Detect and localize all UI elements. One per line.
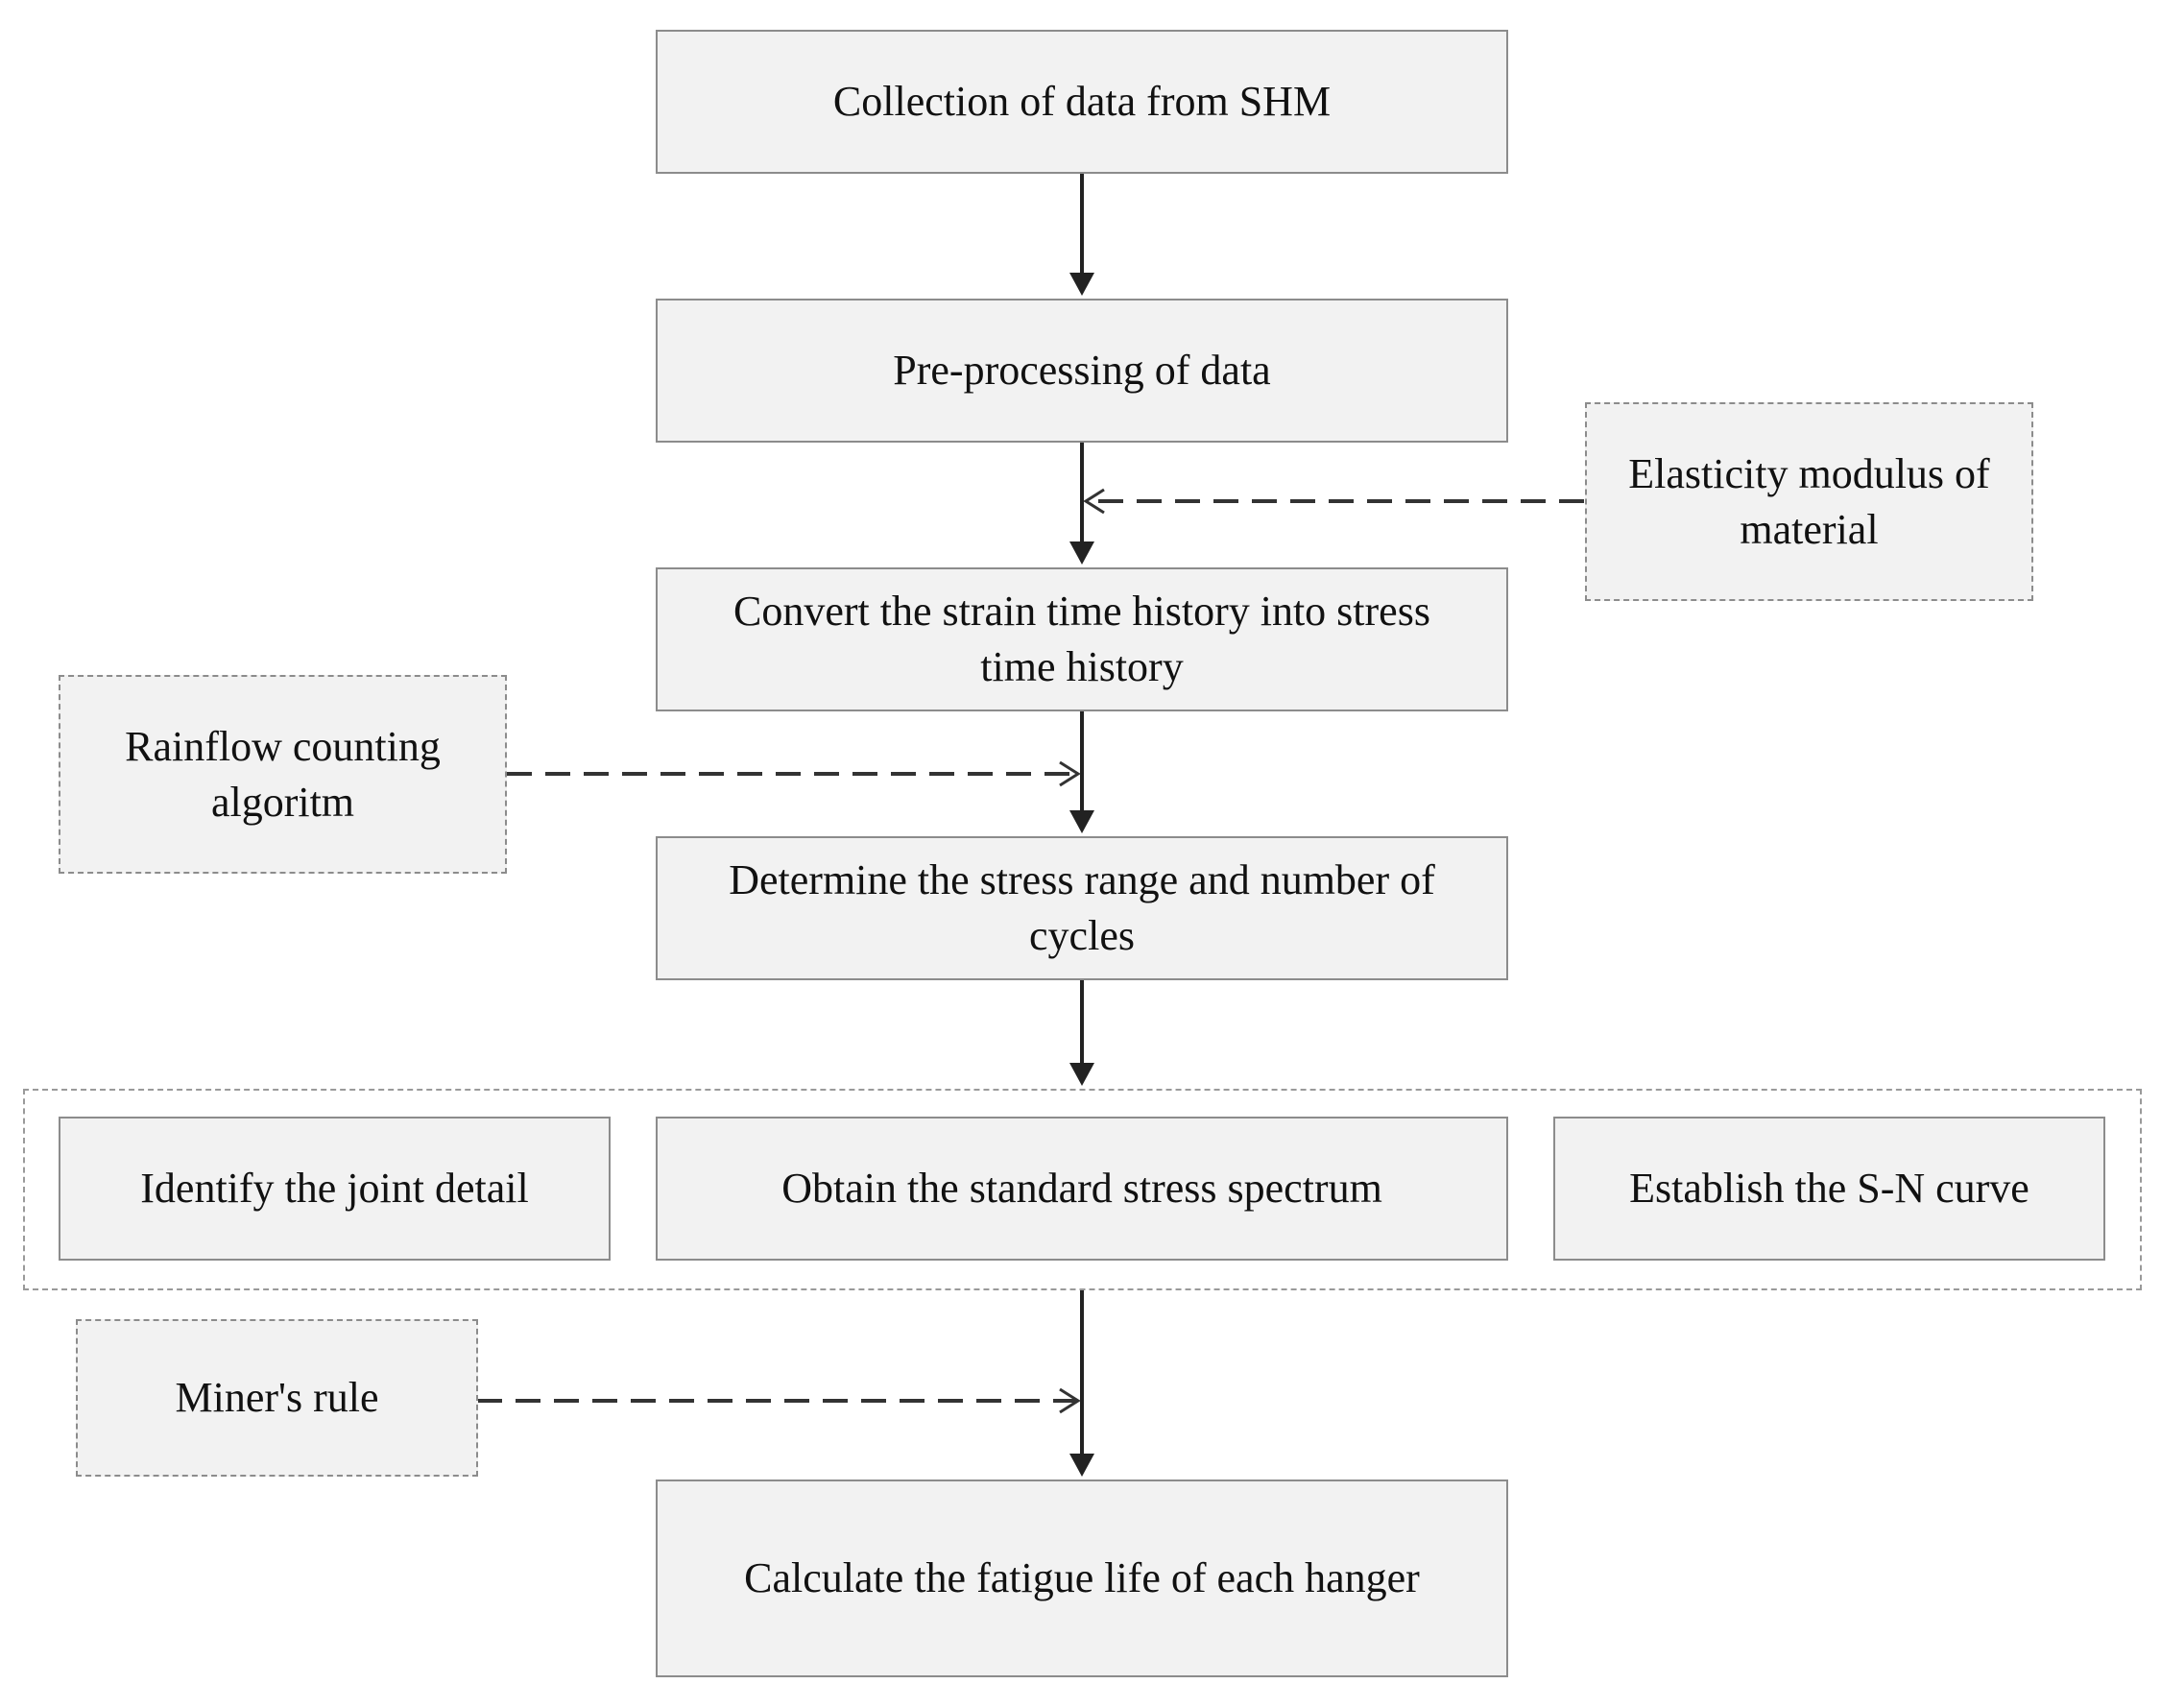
group-frame: [23, 1089, 2142, 1290]
group-joint-detail: Identify the joint detail: [59, 1117, 611, 1261]
step-preprocess-data-label: Pre-processing of data: [893, 347, 1271, 394]
arrow-convert-to-determine: [1069, 710, 1094, 833]
dashed-arrow-miner: [477, 1387, 1081, 1414]
input-miners-rule-label: Miner's rule: [175, 1374, 379, 1421]
arrow-collect-to-preprocess: [1069, 173, 1094, 296]
input-elasticity-modulus: Elasticity modulus of material: [1585, 402, 2033, 601]
group-sn-curve: Establish the S-N curve: [1553, 1117, 2105, 1261]
step-preprocess-data: Pre-processing of data: [656, 299, 1508, 443]
input-elasticity-modulus-label: Elasticity modulus of material: [1628, 449, 1990, 553]
arrow-determine-to-group: [1069, 979, 1094, 1086]
group-joint-detail-label: Identify the joint detail: [140, 1165, 529, 1212]
input-miners-rule: Miner's rule: [76, 1319, 478, 1477]
group-stress-spectrum-label: Obtain the standard stress spectrum: [781, 1165, 1382, 1212]
arrow-preprocess-to-convert: [1069, 442, 1094, 565]
input-rainflow-counting: Rainflow counting algoritm: [59, 675, 507, 874]
input-rainflow-counting-label: Rainflow counting algoritm: [125, 722, 441, 826]
step-convert-strain-label: Convert the strain time history into str…: [733, 588, 1430, 690]
step-determine-stress-range: Determine the stress range and number of…: [656, 836, 1508, 980]
dashed-arrow-elasticity: [1083, 488, 1584, 515]
step-collect-data: Collection of data from SHM: [656, 30, 1508, 174]
dashed-arrow-rainflow: [507, 760, 1081, 787]
step-calculate-fatigue-life: Calculate the fatigue life of each hange…: [656, 1479, 1508, 1677]
group-stress-spectrum: Obtain the standard stress spectrum: [656, 1117, 1508, 1261]
arrow-group-to-calculate: [1069, 1289, 1094, 1477]
step-collect-data-label: Collection of data from SHM: [832, 78, 1332, 125]
group-sn-curve-label: Establish the S-N curve: [1629, 1165, 2029, 1212]
step-calculate-fatigue-life-label: Calculate the fatigue life of each hange…: [744, 1554, 1420, 1601]
step-determine-stress-range-label: Determine the stress range and number of…: [729, 856, 1435, 959]
step-convert-strain: Convert the strain time history into str…: [656, 567, 1508, 711]
